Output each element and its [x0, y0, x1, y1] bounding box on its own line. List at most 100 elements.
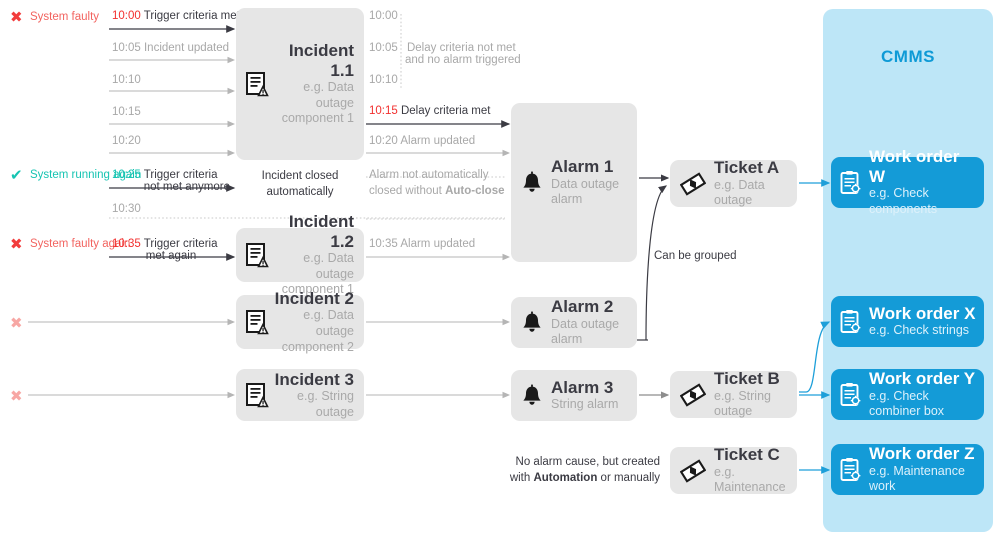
timeline-left-row-1: 10:05 Incident updated [112, 42, 229, 54]
work-order-title: Work order X [869, 303, 976, 323]
no-alarm-cause-prefix: with [509, 471, 534, 484]
work-order-x-node[interactable]: Work order X e.g. Check strings [831, 296, 984, 347]
work-order-z-text: Work order Z e.g. Maintenance work [869, 444, 978, 495]
timeline-left-row-0: 10:00 Trigger criteria met [112, 10, 240, 22]
ticket-sub: e.g. String outage [714, 388, 771, 419]
alarm-not-closed-line1: Alarm not automatically [369, 169, 489, 181]
timeline-left-row-7: 10:35 Trigger criteria met again [112, 238, 230, 262]
automation-term: Automation [533, 471, 598, 484]
alarm-2-node[interactable]: Alarm 2 Data outage alarm [511, 297, 637, 348]
ticket-sub: e.g. Data outage [714, 177, 765, 208]
incident-document-icon [244, 309, 270, 335]
timeline-right-row-4: 10:20 Alarm updated [369, 135, 475, 147]
can-be-grouped-label: Can be grouped [654, 250, 737, 262]
alarm-sub: Data outage alarm [551, 316, 620, 347]
ticket-icon [680, 171, 706, 197]
work-order-sub: e.g. Check components [869, 186, 938, 217]
incident-closed-line2: automatically [266, 185, 334, 198]
timeline-text: Trigger criteria met [143, 10, 240, 22]
alarm-sub: String alarm [551, 397, 619, 412]
timeline-time: 10:35 [112, 238, 141, 250]
incident-3-text: Incident 3 e.g. String outage [270, 370, 354, 421]
status-label-2: System running again [30, 169, 142, 181]
work-order-w-node[interactable]: Work order W e.g. Check components [831, 147, 984, 216]
status-x-icon-2: ✖ [10, 236, 23, 253]
timeline-text: Trigger criteria [143, 169, 218, 181]
ticket-b-text: Ticket B e.g. String outage [714, 369, 789, 420]
no-alarm-cause-note: No alarm cause, but created with Automat… [500, 455, 660, 486]
incident-closed-note: Incident closed automatically [240, 169, 360, 200]
clipboard-gear-icon [839, 382, 863, 408]
timeline-left-row-2: 10:10 [112, 74, 141, 86]
work-order-z-node[interactable]: Work order Z e.g. Maintenance work [831, 444, 984, 495]
work-order-x-text: Work order X e.g. Check strings [869, 304, 978, 339]
status-check-icon: ✔ [10, 167, 23, 184]
ticket-c-node[interactable]: Ticket C e.g. Maintenance [670, 445, 797, 495]
timeline-time: 10:10 [112, 74, 141, 86]
timeline-text-2: met again [145, 250, 197, 262]
incident-sub-1: e.g. Data outage [303, 80, 354, 110]
alarm-3-text: Alarm 3 String alarm [551, 378, 629, 413]
incident-2-node[interactable]: Incident 2 e.g. Data outage component 2 [236, 289, 364, 354]
incident-sub-2: component 2 [281, 339, 354, 354]
alarm-1-node[interactable]: Alarm 1 Data outage alarm [511, 103, 637, 262]
incident-title: Incident 1.1 [288, 41, 354, 80]
alarm-not-closed-prefix: closed without [369, 184, 446, 197]
work-order-title: Work order Y [869, 369, 976, 389]
incident-3-node[interactable]: Incident 3 e.g. String outage [236, 369, 364, 421]
incident-title: Incident 2 [274, 288, 354, 308]
alarm-not-closed-note: Alarm not automatically closed without A… [369, 168, 509, 199]
timeline-text: Incident updated [143, 42, 230, 54]
timeline-time: 10:15 [369, 105, 398, 117]
incident-document-icon [244, 71, 270, 97]
timeline-time: 10:10 [369, 74, 398, 86]
ticket-a-node[interactable]: Ticket A e.g. Data outage [670, 158, 797, 209]
ticket-title: Ticket A [714, 158, 780, 178]
ticket-icon [680, 458, 706, 484]
alarm-not-closed-line2: closed without Auto-close [369, 184, 509, 200]
timeline-text: Alarm updated [400, 135, 476, 147]
timeline-time: 10:35 [369, 238, 398, 250]
timeline-time: 10:05 [369, 42, 398, 54]
timeline-time: 10:20 [112, 135, 141, 147]
ticket-a-text: Ticket A e.g. Data outage [714, 158, 789, 209]
work-order-sub: e.g. Maintenance work [869, 463, 965, 494]
alarm-title: Alarm 3 [551, 377, 614, 397]
incident-1-2-text: Incident 1.2 e.g. Data outage component … [270, 212, 354, 298]
no-alarm-cause-suffix: or manually [597, 471, 660, 484]
ticket-icon [680, 382, 706, 408]
incident-1-1-text: Incident 1.1 e.g. Data outage component … [270, 41, 354, 127]
timeline-time: 10:20 [369, 135, 398, 147]
bell-icon [521, 310, 543, 335]
timeline-time: 10:15 [112, 106, 141, 118]
timeline-time: 10:25 [112, 169, 141, 181]
clipboard-gear-icon [839, 457, 863, 483]
bell-icon [521, 170, 543, 195]
status-x-icon-4: ✖ [10, 388, 23, 405]
clipboard-gear-icon [839, 309, 863, 335]
timeline-left-row-6: 10:30 [112, 203, 141, 215]
ticket-sub: e.g. Maintenance [714, 464, 786, 495]
incident-title: Incident 3 [274, 369, 354, 389]
alarm-3-node[interactable]: Alarm 3 String alarm [511, 370, 637, 421]
work-order-y-node[interactable]: Work order Y e.g. Check combiner box [831, 369, 984, 420]
timeline-time: 10:00 [369, 10, 398, 22]
incident-sub-2: component 1 [281, 111, 354, 126]
clipboard-gear-icon [839, 170, 863, 196]
status-x-icon-1: ✖ [10, 9, 23, 26]
ticket-title: Ticket B [714, 369, 780, 389]
incident-1-1-node[interactable]: Incident 1.1 e.g. Data outage component … [236, 8, 364, 160]
timeline-text: Delay criteria met [400, 105, 491, 117]
timeline-right-row-5: 10:35 Alarm updated [369, 238, 475, 250]
incident-sub-2: component 1 [281, 282, 354, 297]
work-order-title: Work order W [869, 147, 960, 186]
timeline-right-row-2: 10:10 [369, 74, 398, 86]
alarm-title: Alarm 1 [551, 157, 614, 177]
ticket-b-node[interactable]: Ticket B e.g. String outage [670, 369, 797, 420]
incident-sub-1: e.g. Data outage [303, 308, 354, 338]
status-x-icon-3: ✖ [10, 315, 23, 332]
timeline-text: Delay criteria not met [406, 42, 516, 54]
incident-1-2-node[interactable]: Incident 1.2 e.g. Data outage component … [236, 212, 364, 296]
incident-closed-line1: Incident closed [261, 170, 339, 182]
